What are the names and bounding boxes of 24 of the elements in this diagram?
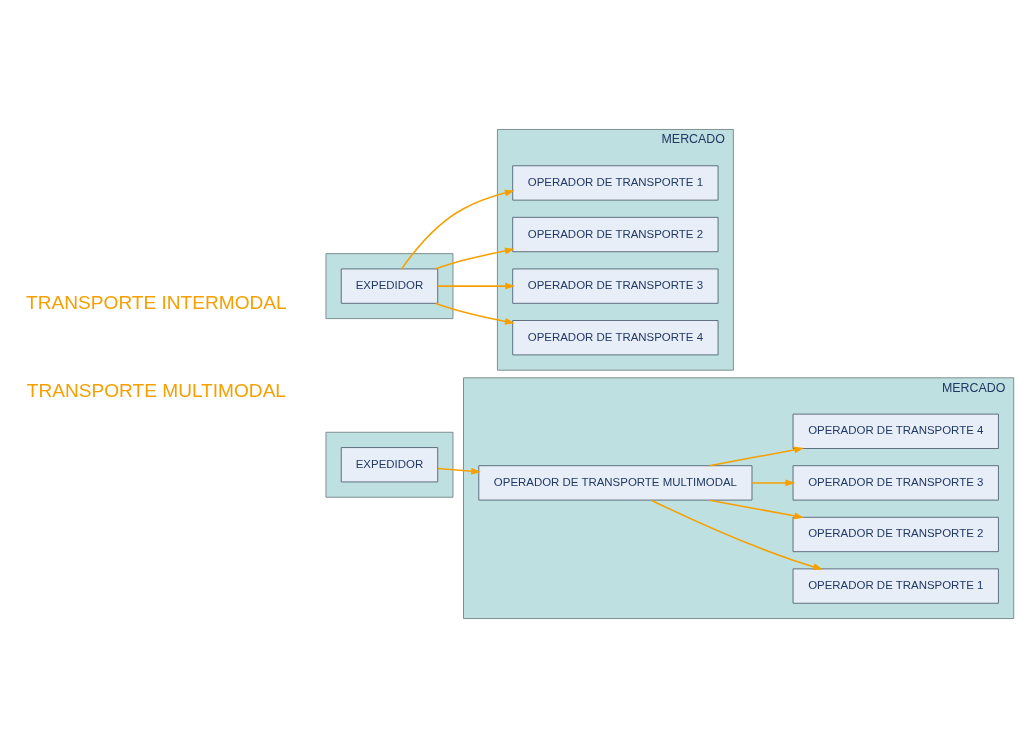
- arrow: [708, 446, 805, 467]
- node-box: OPERADOR DE TRANSPORTE 1: [512, 165, 719, 201]
- arrow: [437, 282, 515, 290]
- node-box: OPERADOR DE TRANSPORTE 3: [512, 268, 719, 304]
- label: TRANSPORTE MULTIMODAL: [26, 379, 287, 401]
- node-box: OPERADOR DE TRANSPORTE 3: [792, 465, 999, 501]
- node-box: OPERADOR DE TRANSPORTE 1: [792, 568, 999, 604]
- arrow: [437, 467, 481, 475]
- arrow: [751, 479, 796, 487]
- arrow: [400, 189, 515, 270]
- arrow: [650, 499, 823, 571]
- node-box: OPERADOR DE TRANSPORTE MULTIMODAL: [478, 465, 753, 501]
- arrow: [708, 499, 805, 520]
- cluster: [325, 431, 454, 498]
- cluster: [325, 253, 454, 320]
- label: TRANSPORTE INTERMODAL: [26, 292, 287, 314]
- node-box: OPERADOR DE TRANSPORTE 2: [792, 516, 999, 553]
- node-box: OPERADOR DE TRANSPORTE 2: [512, 216, 719, 253]
- node-box: OPERADOR DE TRANSPORTE 4: [512, 320, 719, 356]
- node-box: OPERADOR DE TRANSPORTE 4: [792, 413, 999, 449]
- node-box: EXPEDIDOR: [340, 268, 439, 304]
- arrow: [434, 247, 515, 270]
- arrow: [434, 302, 515, 325]
- node-box: EXPEDIDOR: [340, 447, 439, 483]
